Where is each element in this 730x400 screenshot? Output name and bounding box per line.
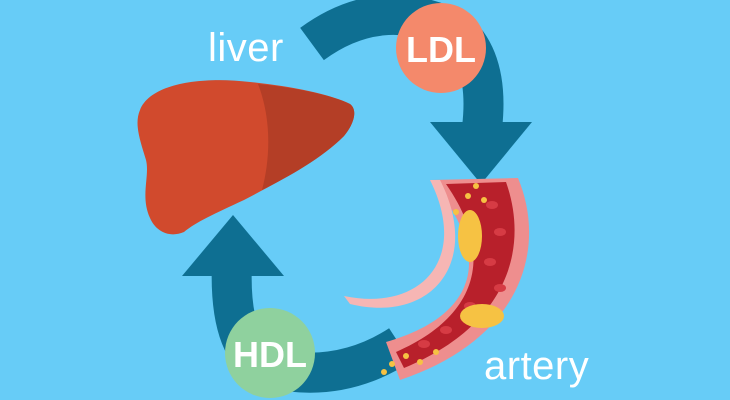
artery-cross-section-icon (344, 178, 530, 380)
ldl-badge: LDL (396, 3, 486, 93)
hdl-label: HDL (233, 334, 307, 375)
ldl-label: LDL (406, 29, 476, 70)
liver-illustration-icon (137, 80, 355, 235)
liver-label: liver (208, 26, 284, 70)
artery-label: artery (484, 344, 590, 388)
hdl-badge: HDL (225, 308, 315, 398)
